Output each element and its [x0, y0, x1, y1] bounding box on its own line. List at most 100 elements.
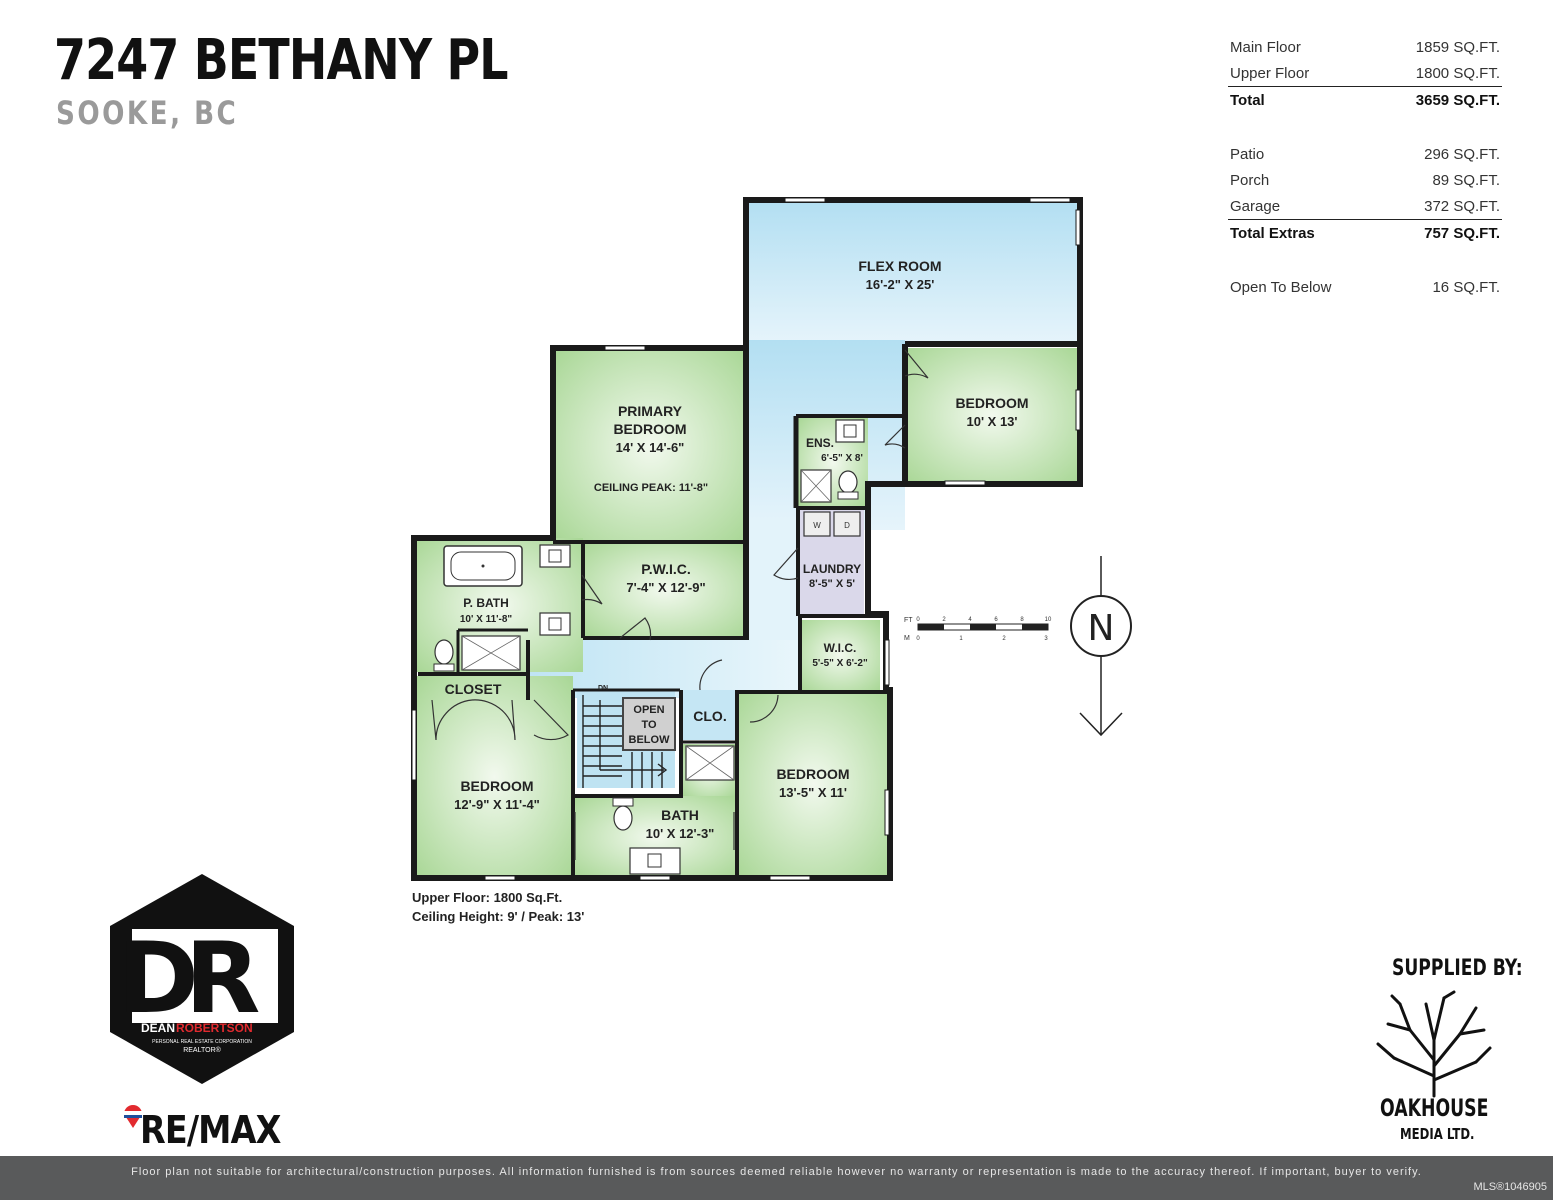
- supplier-name: OAKHOUSE: [1380, 1094, 1489, 1122]
- toilet-icon: [838, 470, 858, 494]
- flex-room-name: FLEX ROOM: [858, 258, 941, 274]
- pwic-dims: 7'-4" X 12'-9": [626, 580, 705, 595]
- scale-m-label: M: [904, 635, 910, 642]
- remax-balloon-icon: [124, 1105, 142, 1128]
- porch-label: Porch: [1230, 171, 1270, 189]
- bedroom-se-name: BEDROOM: [776, 766, 849, 782]
- svg-text:0: 0: [916, 617, 920, 623]
- primary-name-line1: PRIMARY: [618, 403, 683, 419]
- address-title: 7247 BETHANY PL: [54, 28, 509, 93]
- bedroom-sw-name: BEDROOM: [460, 778, 533, 794]
- disclaimer-text: Floor plan not suitable for architectura…: [131, 1166, 1422, 1178]
- footer-bar: [0, 1156, 1553, 1200]
- svg-text:0: 0: [916, 636, 920, 642]
- open-below-line3: BELOW: [629, 734, 671, 746]
- bedroom-ne-name: BEDROOM: [955, 395, 1028, 411]
- wic-name: W.I.C.: [824, 641, 857, 655]
- floor-note-area: Upper Floor: 1800 Sq.Ft.: [412, 890, 563, 905]
- svg-text:6: 6: [994, 617, 998, 623]
- city-subtitle: SOOKE, BC: [56, 94, 239, 132]
- porch-value: 89 SQ.FT.: [1432, 171, 1500, 189]
- row-porch: Porch 89 SQ.FT.: [1228, 167, 1502, 193]
- bedroom-se-dims: 13'-5" X 11': [779, 785, 847, 800]
- floor-note: Upper Floor: 1800 Sq.Ft. Ceiling Height:…: [412, 888, 584, 926]
- washer-label: W: [813, 521, 821, 530]
- washer-icon: [803, 511, 831, 537]
- ensuite-name: ENS.: [806, 436, 834, 450]
- dryer-label: D: [844, 521, 850, 530]
- realtor-logo: DR DEAN ROBERTSON PERSONAL REAL ESTATE C…: [110, 874, 294, 1084]
- open-to-below-value: 16 SQ.FT.: [1432, 278, 1500, 296]
- row-upper-floor: Upper Floor 1800 SQ.FT.: [1228, 60, 1502, 87]
- garage-value: 372 SQ.FT.: [1424, 197, 1500, 215]
- stairs-down-label: DN: [598, 685, 608, 692]
- toilet-icon: [434, 639, 454, 665]
- bedroom-ne-dims: 10' X 13': [967, 414, 1018, 429]
- bath-name: BATH: [661, 807, 699, 823]
- realtor-corp: PERSONAL REAL ESTATE CORPORATION: [152, 1039, 252, 1045]
- open-to-below-box: [622, 697, 676, 751]
- realtor-name-first: DEAN: [141, 1021, 175, 1035]
- ensuite-dims: 6'-5" X 8': [821, 453, 863, 464]
- upper-floor-value: 1800 SQ.FT.: [1415, 64, 1500, 82]
- toilet-icon: [613, 805, 633, 831]
- windows: [411, 197, 1081, 881]
- realtor-name-last: ROBERTSON: [176, 1021, 253, 1035]
- compass-letter: N: [1088, 608, 1115, 649]
- open-below-line2: TO: [641, 719, 657, 731]
- oakhouse-tree-icon: [1376, 990, 1492, 1098]
- wic-dims: 5'-5" X 6'-2": [812, 658, 868, 669]
- svg-text:4: 4: [968, 617, 972, 623]
- flex-room-dims: 16'-2" X 25': [866, 277, 935, 292]
- svg-text:2: 2: [942, 617, 946, 623]
- patio-value: 296 SQ.FT.: [1424, 145, 1500, 163]
- scale-ft-label: FT: [904, 617, 913, 624]
- row-main-floor: Main Floor 1859 SQ.FT.: [1228, 34, 1502, 60]
- garage-label: Garage: [1230, 197, 1281, 215]
- realtor-initials: DR: [118, 922, 259, 1036]
- total-label: Total: [1230, 91, 1265, 109]
- svg-text:8: 8: [1020, 617, 1024, 623]
- patio-label: Patio: [1230, 145, 1265, 163]
- total-extras-label: Total Extras: [1230, 224, 1315, 242]
- dryer-icon: [833, 511, 861, 537]
- flex-room-area: [749, 202, 1079, 344]
- supplier-subname: MEDIA LTD.: [1400, 1125, 1475, 1143]
- walls: [411, 197, 1083, 881]
- row-total: Total 3659 SQ.FT.: [1228, 87, 1502, 113]
- scale-bar: FT M 0 2 4 6 8 10 0 1 2 3: [904, 617, 1052, 642]
- svg-text:10: 10: [1045, 617, 1052, 623]
- mls-number: MLS®1046905: [1473, 1181, 1547, 1193]
- pbath-dims: 10' X 11'-8": [460, 614, 513, 625]
- clo-name: CLO.: [693, 708, 726, 724]
- row-garage: Garage 372 SQ.FT.: [1228, 193, 1502, 220]
- area-summary-table: Main Floor 1859 SQ.FT. Upper Floor 1800 …: [1228, 34, 1502, 300]
- total-value: 3659 SQ.FT.: [1415, 91, 1500, 109]
- fixtures: W D: [433, 419, 865, 875]
- svg-text:1: 1: [959, 636, 963, 642]
- realtor-title: REALTOR®: [183, 1046, 221, 1054]
- bedroom-sw-area: [416, 676, 573, 878]
- closet-name: CLOSET: [445, 681, 502, 697]
- door-swings: [431, 349, 929, 860]
- main-floor-label: Main Floor: [1230, 38, 1301, 56]
- bedroom-se-area: [738, 690, 890, 878]
- wic-area: [800, 620, 880, 690]
- closet-clo-area: [683, 690, 735, 740]
- pwic-area: [583, 542, 746, 638]
- bedroom-sw-dims: 12'-9" X 11'-4": [454, 797, 540, 812]
- floor-note-ceiling: Ceiling Height: 9' / Peak: 13': [412, 909, 585, 924]
- bedroom-ne-area: [905, 348, 1079, 483]
- row-open-to-below: Open To Below 16 SQ.FT.: [1228, 274, 1502, 300]
- open-below-line1: OPEN: [633, 704, 664, 716]
- brokerage-logo: RE/MAX: [140, 1108, 281, 1152]
- total-extras-value: 757 SQ.FT.: [1424, 224, 1500, 242]
- pbath-name: P. BATH: [463, 596, 509, 610]
- supplied-by-label: SUPPLIED BY:: [1392, 956, 1523, 981]
- north-compass-icon: N: [1070, 556, 1132, 737]
- svg-text:2: 2: [1002, 636, 1006, 642]
- row-total-extras: Total Extras 757 SQ.FT.: [1228, 220, 1502, 246]
- primary-dims: 14' X 14'-6": [616, 440, 685, 455]
- bath-dims: 10' X 12'-3": [646, 826, 715, 841]
